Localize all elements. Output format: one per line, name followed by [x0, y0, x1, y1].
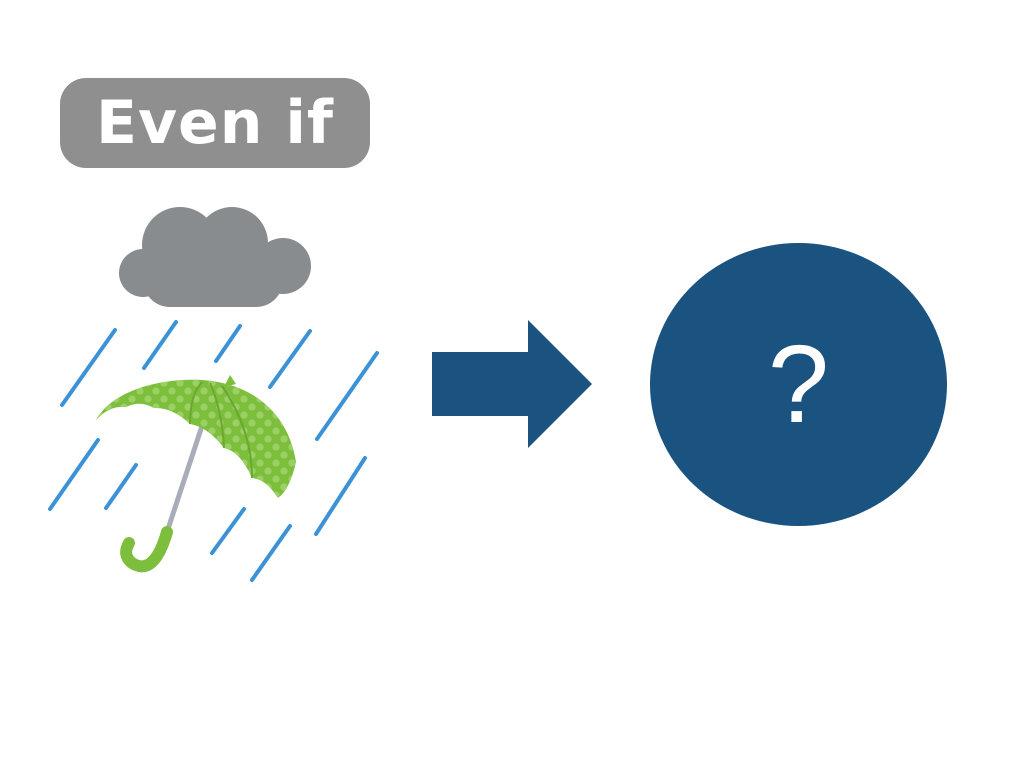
right-arrow-icon: [432, 320, 592, 448]
question-mark: ?: [767, 322, 830, 446]
badge-label: Even if: [95, 88, 335, 158]
even-if-badge: Even if: [60, 78, 370, 168]
result-circle: ?: [650, 243, 947, 526]
rainy-weather-illustration: [48, 207, 379, 582]
umbrella-icon: [96, 375, 296, 573]
rain-cloud-icon: [119, 207, 311, 307]
rain-drops-icon: [48, 320, 379, 582]
